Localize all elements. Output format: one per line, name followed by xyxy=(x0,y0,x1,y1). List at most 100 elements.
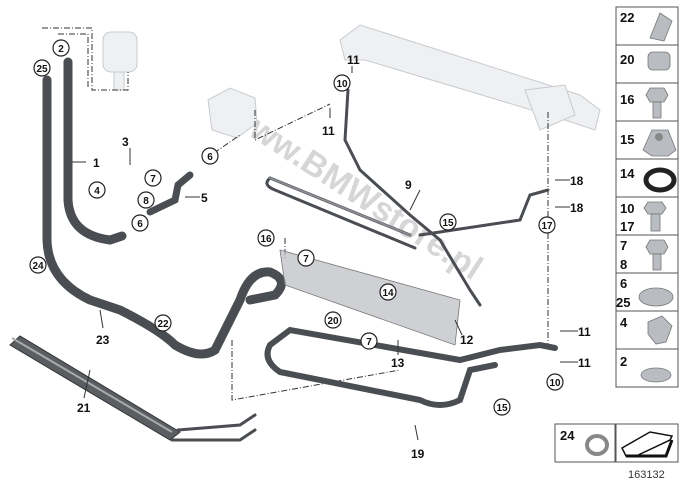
label-1: 1 xyxy=(93,156,100,170)
label-11-mid: 11 xyxy=(322,124,335,138)
watermark: www.BMWstore.pl xyxy=(220,94,489,287)
svg-text:16: 16 xyxy=(620,92,634,107)
callout-14: 14 xyxy=(379,283,397,301)
callout-16: 16 xyxy=(257,229,275,247)
holder-icon xyxy=(647,315,673,345)
legend-arrow-box xyxy=(615,423,679,463)
svg-text:10: 10 xyxy=(336,79,348,90)
callout-10-lower: 10 xyxy=(546,373,564,391)
clip-ring-icon xyxy=(585,434,609,456)
svg-text:15: 15 xyxy=(442,218,454,229)
svg-text:2: 2 xyxy=(58,44,64,55)
label-9: 9 xyxy=(405,178,412,192)
callout-8: 8 xyxy=(137,191,155,209)
callout-24: 24 xyxy=(29,256,47,274)
label-11-top: 11 xyxy=(347,53,360,67)
diagram-number: 163132 xyxy=(628,469,665,481)
callout-2: 2 xyxy=(52,39,70,57)
label-5: 5 xyxy=(201,191,208,205)
legend-item-20: 20 xyxy=(615,44,679,84)
svg-text:14: 14 xyxy=(620,166,635,181)
steering-rack xyxy=(339,24,601,131)
legend-item-14: 14 xyxy=(615,158,679,198)
clip-icon xyxy=(649,12,673,42)
svg-text:15: 15 xyxy=(496,403,508,414)
hex-nut-icon xyxy=(642,129,677,157)
svg-text:22: 22 xyxy=(620,10,634,25)
svg-text:8: 8 xyxy=(620,257,627,272)
hex-bolt-icon xyxy=(645,239,669,271)
hose-clamp-icon xyxy=(638,287,674,307)
label-11-right-a: 11 xyxy=(578,325,591,339)
callout-7: 7 xyxy=(144,169,162,187)
reservoir xyxy=(102,31,138,91)
callout-10: 10 xyxy=(333,74,351,92)
svg-text:22: 22 xyxy=(157,319,169,330)
label-18-b: 18 xyxy=(570,201,584,215)
svg-text:7: 7 xyxy=(620,238,627,253)
callout-20: 20 xyxy=(324,311,342,329)
legend-item-2: 2 xyxy=(615,348,679,388)
label-11-right-b: 11 xyxy=(578,356,591,370)
hose-clamp-small-icon xyxy=(640,367,672,383)
callout-7-lower: 7 xyxy=(360,332,378,350)
svg-text:17: 17 xyxy=(541,221,553,232)
label-19: 19 xyxy=(411,447,425,461)
svg-text:10: 10 xyxy=(620,201,634,216)
power-steering-pump xyxy=(207,87,258,139)
svg-text:24: 24 xyxy=(32,261,44,272)
callout-17: 17 xyxy=(538,216,556,234)
svg-text:25: 25 xyxy=(616,295,630,310)
svg-text:8: 8 xyxy=(143,196,149,207)
part-labels: 1 3 5 9 11 11 18 18 12 13 11 11 19 21 23 xyxy=(77,53,591,461)
svg-text:7: 7 xyxy=(366,337,372,348)
callout-15-lower: 15 xyxy=(493,398,511,416)
label-12: 12 xyxy=(460,333,474,347)
svg-text:25: 25 xyxy=(36,64,48,75)
legend-item-6-25: 625 xyxy=(615,272,679,312)
svg-text:15: 15 xyxy=(620,132,634,147)
callout-6-pump: 6 xyxy=(201,147,219,165)
callout-6: 6 xyxy=(131,214,149,232)
label-21: 21 xyxy=(77,401,91,415)
svg-text:6: 6 xyxy=(207,152,213,163)
banjo-bolt-icon xyxy=(643,201,667,232)
hex-bolt-icon xyxy=(645,87,669,119)
svg-text:6: 6 xyxy=(137,219,143,230)
svg-text:20: 20 xyxy=(327,316,339,327)
svg-text:7: 7 xyxy=(150,174,156,185)
svg-text:20: 20 xyxy=(620,52,634,67)
svg-text:4: 4 xyxy=(94,186,100,197)
legend-item-16: 16 xyxy=(615,82,679,122)
label-13: 13 xyxy=(391,356,405,370)
callout-22: 22 xyxy=(154,314,172,332)
legend-item-4: 4 xyxy=(615,310,679,350)
rubber-clamp-icon xyxy=(643,167,677,193)
svg-text:17: 17 xyxy=(620,219,634,234)
svg-text:2: 2 xyxy=(620,354,627,369)
label-18-a: 18 xyxy=(570,174,584,188)
legend-item-22: 22 xyxy=(615,6,679,46)
svg-text:10: 10 xyxy=(549,378,561,389)
callouts: 25 2 4 7 8 6 6 10 15 16 7 14 20 7 22 24 … xyxy=(29,39,564,416)
label-23: 23 xyxy=(96,333,110,347)
bracket xyxy=(279,249,461,346)
bracket-sleeve-icon xyxy=(647,51,671,71)
svg-text:6: 6 xyxy=(620,276,627,291)
svg-text:14: 14 xyxy=(382,288,394,299)
legend-item-15: 15 xyxy=(615,120,679,160)
legend-item-7-8: 78 xyxy=(615,234,679,274)
svg-text:4: 4 xyxy=(620,315,628,330)
svg-text:24: 24 xyxy=(560,428,575,443)
hoses xyxy=(42,57,558,408)
oil-cooler xyxy=(9,335,257,442)
callout-25: 25 xyxy=(33,59,51,77)
label-3: 3 xyxy=(122,135,129,149)
svg-text:16: 16 xyxy=(260,234,272,245)
callout-15: 15 xyxy=(439,213,457,231)
legend-item-24: 24 xyxy=(554,423,616,463)
svg-text:7: 7 xyxy=(303,254,309,265)
